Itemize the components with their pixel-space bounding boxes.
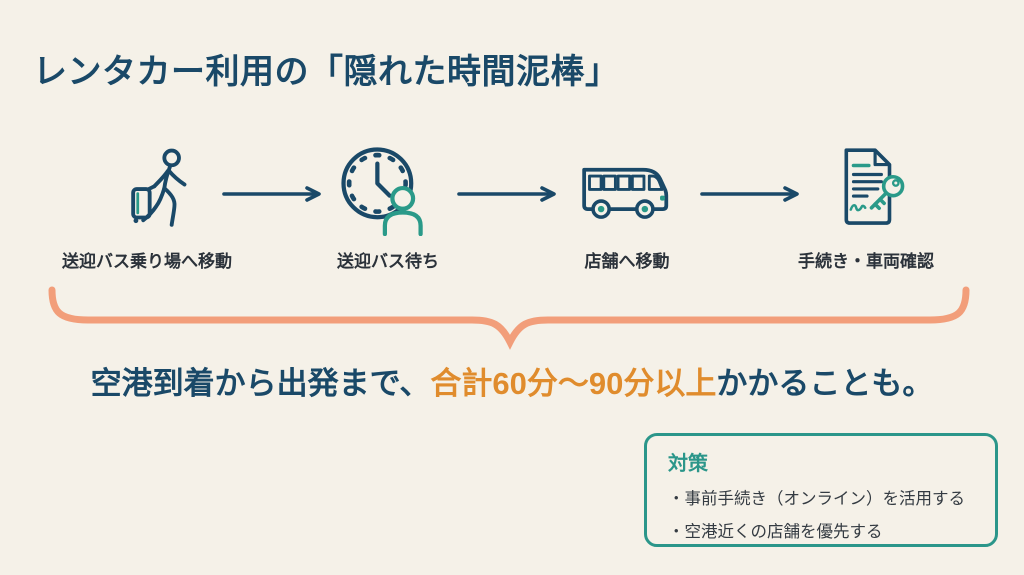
brace-shape — [48, 286, 970, 350]
summary-prefix: 空港到着から出発まで、 — [90, 366, 431, 401]
summary-highlight: 合計60分〜90分以上 — [430, 366, 717, 401]
flow-step-label: 送迎バス待ち — [337, 252, 439, 271]
countermeasures-title: 対策 — [668, 453, 708, 475]
shuttle-bus-icon — [577, 157, 677, 234]
walking-traveler-with-luggage-icon — [124, 146, 212, 239]
summary-text: 空港到着から出発まで、合計60分〜90分以上かかることも。 — [0, 358, 1024, 403]
flow-step-label: 店舗へ移動 — [584, 252, 670, 271]
right-arrow-icon — [222, 186, 324, 207]
flow-step-label: 送迎バス乗り場へ移動 — [62, 252, 232, 271]
contract-document-key-icon — [822, 143, 912, 238]
countermeasure-item: ・空港近くの店舗を優先する — [668, 523, 883, 541]
flow-step-label: 手続き・車両確認 — [798, 252, 934, 271]
summary-suffix: かかることも。 — [716, 366, 934, 401]
slide-title: レンタカー利用の「隠れた時間泥棒」 — [33, 53, 620, 91]
right-arrow-icon — [457, 186, 559, 207]
waiting-clock-person-icon — [336, 142, 430, 241]
right-arrow-icon — [700, 186, 802, 207]
countermeasures-box: 対策 ・事前手続き（オンライン）を活用する ・空港近くの店舗を優先する — [644, 433, 998, 547]
countermeasure-item: ・事前手続き（オンライン）を活用する — [668, 490, 965, 508]
